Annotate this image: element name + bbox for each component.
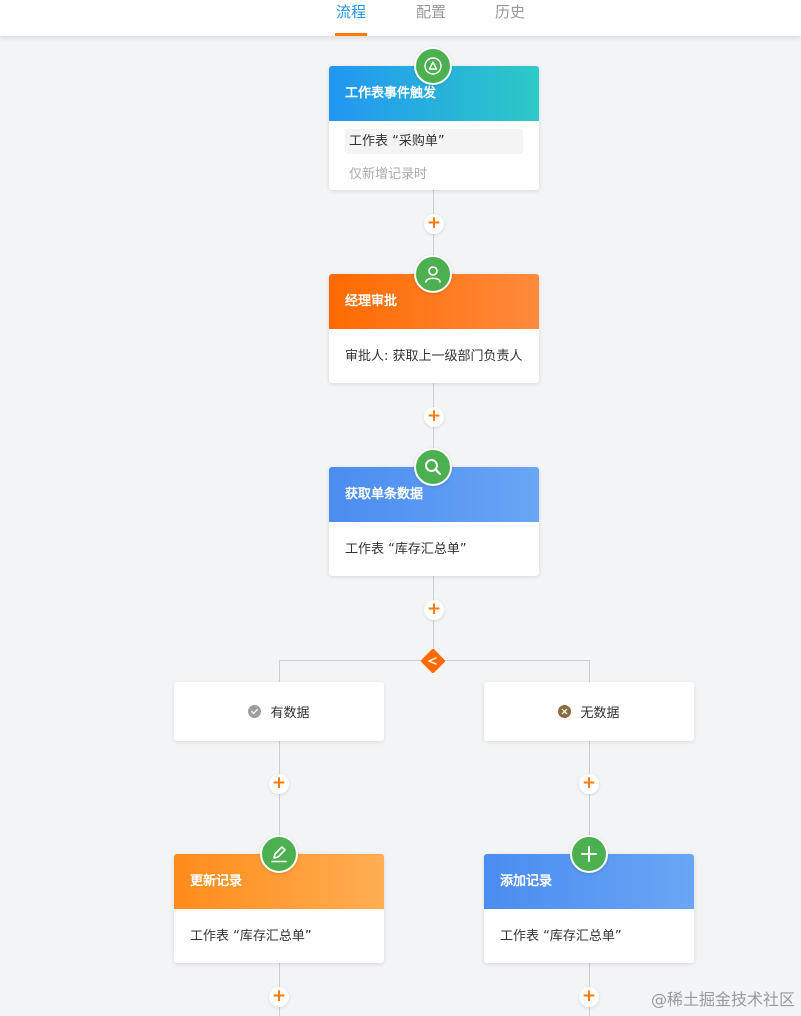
add-step-button[interactable]: + <box>579 987 599 1007</box>
x-circle-icon <box>558 705 572 718</box>
approval-node[interactable]: 经理审批 审批人: 获取上一级部门负责人 <box>329 274 539 383</box>
branch-label: 有数据 <box>270 706 310 721</box>
node-body: 工作表 “库存汇总单” <box>484 909 694 963</box>
branch-label: 无数据 <box>580 706 620 721</box>
edit-icon <box>260 835 298 873</box>
node-body: 工作表 “库存汇总单” <box>329 522 539 576</box>
triangle-icon <box>414 47 452 85</box>
approver-text: 审批人: 获取上一级部门负责人 <box>345 349 523 364</box>
check-circle-icon <box>248 705 262 718</box>
add-step-button[interactable]: + <box>269 987 289 1007</box>
top-tab-bar: 流程 配置 历史 <box>0 0 801 36</box>
add-step-button[interactable]: + <box>269 774 289 794</box>
add-step-button[interactable]: + <box>424 600 444 620</box>
branch-icon <box>428 657 437 665</box>
sheet-chip: 工作表 “采购单” <box>345 129 523 154</box>
plus-icon <box>570 835 608 873</box>
add-step-button[interactable]: + <box>424 214 444 234</box>
add-step-button[interactable]: + <box>579 774 599 794</box>
sheet-text: 工作表 “库存汇总单” <box>190 929 312 944</box>
tab-history[interactable]: 历史 <box>494 3 525 21</box>
tab-config[interactable]: 配置 <box>415 3 446 21</box>
node-body: 审批人: 获取上一级部门负责人 <box>329 329 539 383</box>
watermark: @稀土掘金技术社区 <box>650 990 795 1009</box>
connector-line <box>589 740 590 854</box>
user-icon <box>414 255 452 293</box>
branch-has-data[interactable]: 有数据 <box>174 682 384 741</box>
trigger-node[interactable]: 工作表事件触发 工作表 “采购单” 仅新增记录时 <box>329 66 539 190</box>
connector-line <box>279 660 280 682</box>
connector-line <box>589 660 590 682</box>
node-body: 工作表 “库存汇总单” <box>174 909 384 963</box>
node-body: 工作表 “采购单” 仅新增记录时 <box>329 121 539 190</box>
tab-flow[interactable]: 流程 <box>335 0 367 36</box>
branch-no-data[interactable]: 无数据 <box>484 682 694 741</box>
trigger-condition: 仅新增记录时 <box>349 167 428 182</box>
connector-line <box>279 740 280 854</box>
search-icon <box>414 448 452 486</box>
sheet-text: 工作表 “库存汇总单” <box>500 929 622 944</box>
sheet-text: 工作表 “库存汇总单” <box>345 542 467 557</box>
add-step-button[interactable]: + <box>424 407 444 427</box>
